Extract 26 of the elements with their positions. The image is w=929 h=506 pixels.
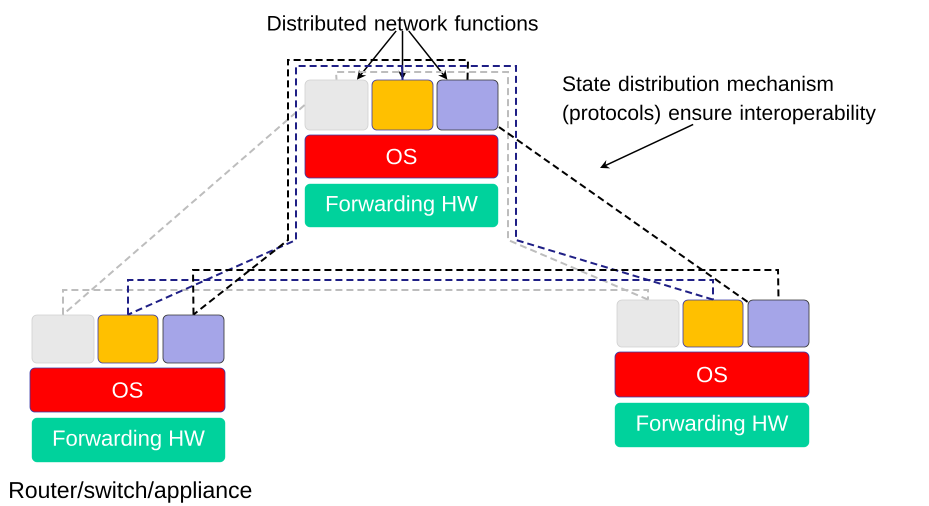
caption-text: Distributed network functions bbox=[268, 15, 538, 31]
caption-text: State distribution mechanism (protocols) ensure interoperability bbox=[562, 76, 876, 124]
function-block bbox=[616, 300, 680, 348]
function-block bbox=[436, 80, 498, 130]
os-bar: OS bbox=[304, 134, 498, 178]
function-block bbox=[682, 300, 744, 348]
os-bar: OS bbox=[614, 352, 810, 398]
dashed-link bbox=[128, 65, 404, 316]
function-block bbox=[304, 80, 368, 130]
hardware-bar: Forwarding HW bbox=[32, 418, 226, 462]
function-block bbox=[372, 80, 434, 130]
dashed-link bbox=[62, 104, 306, 316]
dashed-link bbox=[400, 65, 714, 301]
dashed-link bbox=[127, 279, 714, 315]
dashed-link bbox=[334, 71, 648, 301]
hardware-bar: Forwarding HW bbox=[614, 402, 810, 448]
function-block bbox=[748, 300, 810, 348]
dashed-link bbox=[62, 289, 649, 315]
dashed-link bbox=[192, 269, 780, 315]
function-block bbox=[98, 314, 158, 364]
dashed-link bbox=[192, 59, 470, 316]
os-bar: OS bbox=[30, 368, 226, 412]
function-block bbox=[162, 314, 224, 364]
dashed-link bbox=[498, 126, 748, 303]
hardware-bar: Forwarding HW bbox=[304, 184, 498, 228]
function-block bbox=[32, 314, 94, 364]
